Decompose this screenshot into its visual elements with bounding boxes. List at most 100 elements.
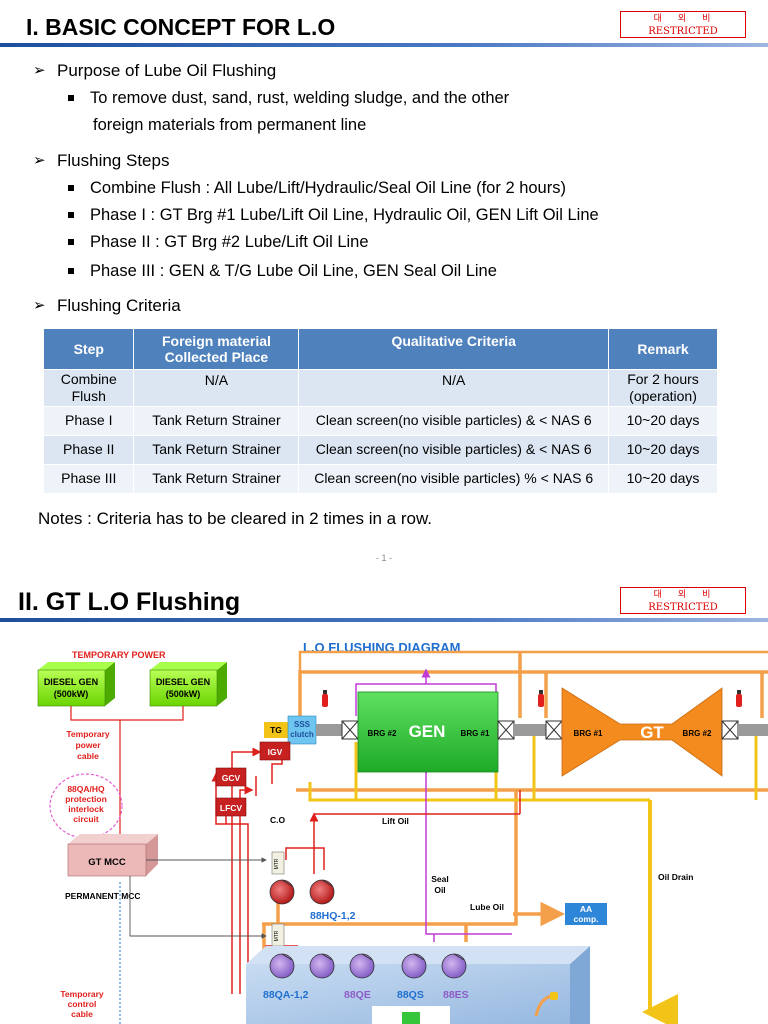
gt-brg2-label: BRG #2: [683, 729, 712, 738]
svg-text:DIESEL GEN: DIESEL GEN: [156, 677, 210, 687]
table-cell: Phase I: [44, 405, 135, 435]
gen-brg1-label: BRG #1: [461, 729, 490, 738]
notes: Notes : Criteria has to be cleared in 2 …: [38, 509, 433, 528]
step-item: Phase I : GT Brg #1 Lube/Lift Oil Line, …: [68, 206, 599, 225]
table-cell: 10~20 days: [608, 463, 718, 493]
table-cell: Clean screen(no visible particles) & < N…: [298, 405, 610, 435]
control-lines: [129, 857, 267, 939]
lube-oil-label: Lube Oil: [470, 902, 504, 912]
gt-label: GT: [640, 723, 664, 742]
purpose-line: To remove dust, sand, rust, welding slud…: [68, 89, 509, 108]
purpose-heading: ➢ Purpose of Lube Oil Flushing: [33, 61, 277, 80]
mtr-box: MTR MTR: [271, 851, 285, 947]
svg-text:MTR: MTR: [274, 858, 280, 869]
table-row: Phase I Tank Return Strainer Clean scree…: [44, 405, 718, 435]
table-cell: Tank Return Strainer: [133, 434, 300, 464]
oil-drain-lines: [308, 732, 758, 1024]
table-cell: N/A: [298, 368, 610, 406]
fire-extinguisher-icon: [322, 690, 742, 707]
pump-88qe-label: 88QE: [344, 989, 371, 1001]
slide-title: II. GT L.O Flushing: [18, 588, 241, 616]
title-rule: [0, 618, 768, 622]
svg-text:GCV: GCV: [222, 773, 241, 783]
table-cell: Tank Return Strainer: [133, 405, 300, 435]
slide-2: II. GT L.O Flushing 대외비 RESTRICTED L.O F…: [0, 578, 768, 1024]
step-item: Combine Flush : All Lube/Lift/Hydraulic/…: [68, 179, 566, 198]
table-cell: N/A: [133, 368, 300, 406]
square-bullet-icon: [68, 95, 74, 101]
flushing-diagram: L.O FLUSHING DIAGRAM TEMPORARY POWER DIE…: [37, 640, 768, 1024]
svg-text:GT MCC: GT MCC: [88, 857, 126, 868]
pump-88qa-label: 88QA-1,2: [263, 989, 309, 1001]
criteria-table: Step Foreign material Collected Place Qu…: [44, 329, 718, 493]
table-cell: Combine Flush: [44, 368, 135, 406]
table-cell: For 2 hours (operation): [608, 368, 718, 406]
restricted-stamp: 대외비 RESTRICTED: [620, 11, 746, 38]
pump-88qs-label: 88QS: [397, 989, 424, 1001]
table-cell: 10~20 days: [608, 405, 718, 435]
table-cell: Phase III: [44, 463, 135, 493]
table-row: Combine Flush N/A N/A For 2 hours (opera…: [44, 368, 718, 406]
lfcv-valve: LFCV: [215, 797, 247, 817]
co-label: C.O: [270, 815, 286, 825]
permanent-mcc-label: PERMANENT MCC: [65, 891, 141, 901]
svg-text:DIESEL GEN: DIESEL GEN: [44, 677, 98, 687]
table-cell: Clean screen(no visible particles) & < N…: [298, 434, 610, 464]
square-bullet-icon: [68, 185, 74, 191]
title-rule: [0, 43, 768, 47]
steps-heading: ➢ Flushing Steps: [33, 151, 170, 170]
svg-text:(500kW): (500kW): [166, 689, 201, 699]
square-bullet-icon: [68, 212, 74, 218]
step-item: Phase III : GEN & T/G Lube Oil Line, GEN…: [68, 262, 497, 281]
criteria-heading: ➢ Flushing Criteria: [33, 296, 181, 315]
gt-brg1-label: BRG #1: [574, 729, 603, 738]
tank-pumps: [269, 953, 467, 979]
slide-title: I. BASIC CONCEPT FOR L.O: [26, 14, 336, 40]
table-cell: Clean screen(no visible particles) % < N…: [298, 463, 610, 493]
svg-text:88HQ-1,2: 88HQ-1,2: [310, 910, 356, 922]
table-header-row: Step Foreign material Collected Place Qu…: [44, 329, 718, 369]
gcv-valve: GCV: [215, 767, 247, 787]
diesel-gen-1: DIESEL GEN (500kW): [37, 662, 115, 707]
page-number: - 1 -: [375, 553, 392, 563]
svg-text:MTR: MTR: [274, 930, 280, 941]
gt-mcc: GT MCC: [67, 834, 158, 877]
restricted-stamp: 대외비 RESTRICTED: [620, 587, 746, 614]
svg-text:(500kW): (500kW): [54, 689, 89, 699]
lift-oil-label: Lift Oil: [382, 816, 409, 826]
slide-1: I. BASIC CONCEPT FOR L.O 대외비 RESTRICTED …: [0, 11, 768, 563]
pump-88hq: 88HQ-1,2: [269, 879, 356, 922]
arrow-bullet-icon: ➢: [33, 152, 46, 169]
arrow-bullet-icon: ➢: [33, 62, 46, 79]
gen-brg2-label: BRG #2: [368, 729, 397, 738]
column-header: Qualitative Criteria: [298, 329, 610, 369]
tg-label: TG: [270, 725, 282, 735]
oil-drain-label: Oil Drain: [658, 872, 693, 882]
column-header: Step: [44, 329, 135, 369]
drain-nozzle-icon: [534, 992, 558, 1017]
table-row: Phase II Tank Return Strainer Clean scre…: [44, 434, 718, 464]
table-cell: Phase II: [44, 434, 135, 464]
pump-88es-label: 88ES: [443, 989, 469, 1001]
column-header: Foreign material Collected Place: [133, 329, 300, 369]
arrow-bullet-icon: ➢: [33, 297, 46, 314]
temporary-power-label: TEMPORARY POWER: [72, 650, 166, 660]
purpose-line: foreign materials from permanent line: [93, 116, 367, 134]
square-bullet-icon: [68, 239, 74, 245]
table-row: Phase III Tank Return Strainer Clean scr…: [44, 463, 718, 493]
table-cell: 10~20 days: [608, 434, 718, 464]
svg-text:IGV: IGV: [268, 747, 283, 757]
svg-text:LFCV: LFCV: [220, 803, 243, 813]
diesel-gen-2: DIESEL GEN (500kW): [149, 662, 227, 707]
column-header: Remark: [608, 329, 718, 369]
gen-label: GEN: [409, 722, 446, 741]
square-bullet-icon: [68, 268, 74, 274]
